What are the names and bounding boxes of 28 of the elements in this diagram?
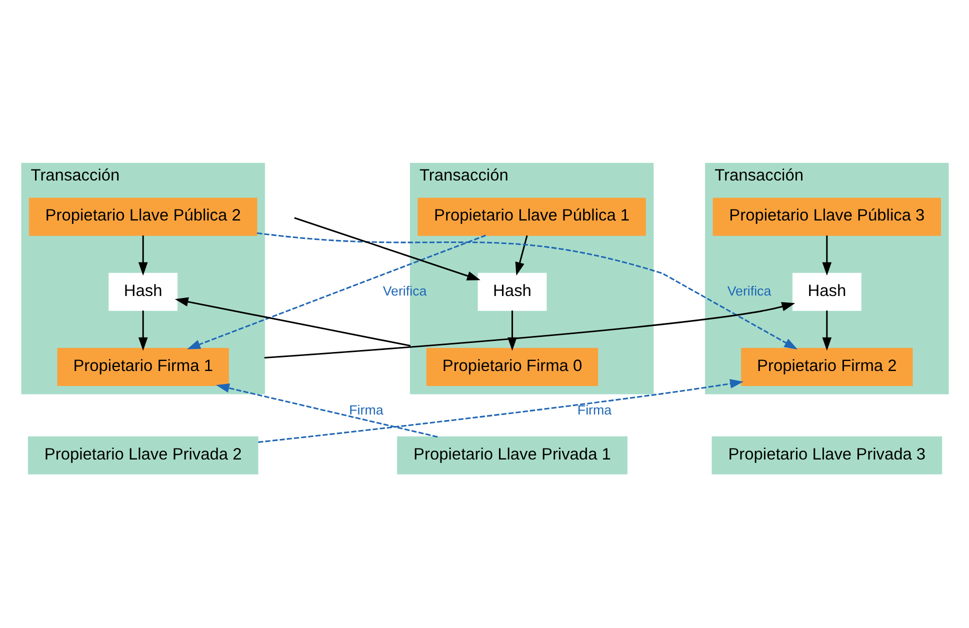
edge-label: Verifica [382, 282, 426, 298]
edge-label: Verifica [726, 282, 771, 298]
arrow [264, 302, 795, 358]
arrow [174, 296, 410, 346]
node-box: Propietario Llave Pública 1 [417, 197, 646, 236]
arrow [256, 232, 798, 349]
arrow [822, 310, 832, 350]
edge-label: Firma [576, 402, 612, 418]
edge-label: Firma [348, 402, 383, 418]
arrow [258, 378, 743, 442]
node-box: Hash [477, 272, 546, 310]
node-box: Propietario Llave Pública 3 [712, 197, 941, 236]
arrow [138, 235, 148, 276]
node-box: Propietario Firma 2 [740, 347, 912, 386]
node-box: Hash [792, 272, 861, 310]
node-box: Propietario Llave Privada 2 [27, 436, 258, 474]
node-box: Propietario Firma 1 [56, 347, 228, 386]
node-box: Hash [108, 272, 178, 310]
node-box: Propietario Llave Pública 2 [28, 197, 257, 236]
arrow [138, 310, 148, 350]
arrow [514, 234, 528, 276]
arrow [822, 235, 832, 276]
node-box: Propietario Llave Privada 1 [396, 436, 627, 474]
arrow [294, 216, 480, 280]
node-box: Propietario Llave Privada 3 [711, 436, 942, 474]
node-box: Propietario Firma 0 [426, 347, 598, 386]
arrow [215, 383, 438, 438]
arrow [186, 234, 486, 349]
